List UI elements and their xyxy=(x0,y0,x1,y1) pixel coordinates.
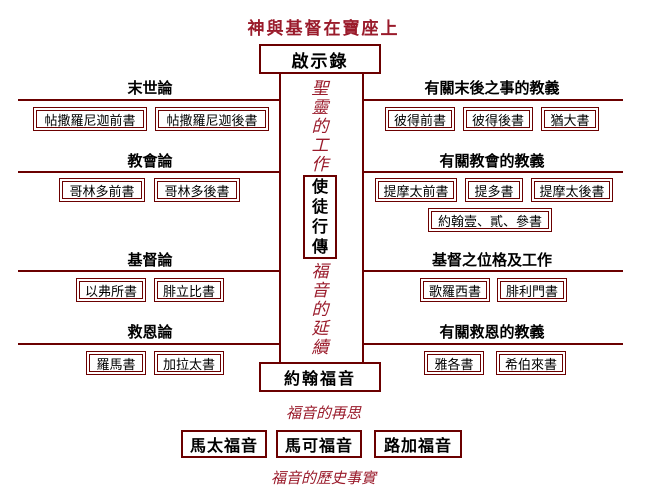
caption-char: 工 xyxy=(311,136,329,156)
gospel-label: 路加福音 xyxy=(383,436,452,455)
acts-char: 傳 xyxy=(311,237,328,256)
center-left-line xyxy=(279,70,281,370)
caption-char: 的 xyxy=(311,117,329,137)
book-1-corinthians: 哥林多前書 xyxy=(59,178,145,202)
eschatology-heading: 末世論 xyxy=(127,79,173,97)
book-romans: 羅馬書 xyxy=(86,351,146,375)
john-box: 約翰福音 xyxy=(259,362,381,392)
book-2-timothy: 提摩太後書 xyxy=(531,178,613,202)
ecclesiology-heading: 教會論 xyxy=(127,152,173,170)
spirit-work-caption: 聖 靈 的 工 作 xyxy=(305,80,335,175)
acts-char: 徒 xyxy=(311,197,328,216)
caption-char: 作 xyxy=(311,155,329,175)
book-jude: 猶大書 xyxy=(541,107,599,131)
caption-char: 福 xyxy=(311,262,329,282)
acts-box: 使 徒 行 傳 xyxy=(303,175,337,259)
book-titus: 提多書 xyxy=(465,178,523,202)
last-things-heading: 有關末後之事的教義 xyxy=(424,79,560,97)
book-2-thessalonians: 帖撒羅尼迦後書 xyxy=(155,107,269,131)
gospel-luke: 路加福音 xyxy=(374,430,462,458)
revelation-box: 啟示錄 xyxy=(259,44,381,74)
gospel-reflection-caption: 福音的再思 xyxy=(285,404,361,422)
gospel-extend-caption: 福 音 的 延 續 xyxy=(305,263,335,358)
caption-char: 音 xyxy=(311,281,329,301)
caption-char: 靈 xyxy=(311,98,329,118)
gospel-mark: 馬可福音 xyxy=(276,430,362,458)
center-right-line xyxy=(362,70,364,370)
book-galatians: 加拉太書 xyxy=(154,351,224,375)
book-john-letters: 約翰壹、貳、參書 xyxy=(428,208,552,232)
diagram-title: 神與基督在寶座上 xyxy=(247,19,400,39)
book-philippians: 腓立比書 xyxy=(154,278,224,302)
book-1-thessalonians: 帖撒羅尼迦前書 xyxy=(33,107,147,131)
christ-person-heading: 基督之位格及工作 xyxy=(431,251,552,269)
right-line-3 xyxy=(362,270,623,272)
salvation-doctrine-heading: 有關救恩的教義 xyxy=(439,323,545,341)
gospel-label: 馬太福音 xyxy=(189,436,258,455)
soteriology-heading: 救恩論 xyxy=(127,323,173,341)
acts-char: 行 xyxy=(311,217,328,236)
christology-heading: 基督論 xyxy=(127,251,173,269)
gospel-matthew: 馬太福音 xyxy=(181,430,267,458)
book-2-peter: 彼得後書 xyxy=(463,107,533,131)
book-james: 雅各書 xyxy=(424,351,484,375)
right-line-4 xyxy=(362,343,623,345)
caption-char: 延 xyxy=(311,319,329,339)
book-hebrews: 希伯來書 xyxy=(496,351,566,375)
acts-char: 使 xyxy=(311,177,328,196)
left-line-2 xyxy=(18,171,280,173)
book-ephesians: 以弗所書 xyxy=(76,278,146,302)
right-line-1 xyxy=(362,99,623,101)
book-colossians: 歌羅西書 xyxy=(420,278,490,302)
church-doctrine-heading: 有關教會的教義 xyxy=(439,152,545,170)
book-2-corinthians: 哥林多後書 xyxy=(154,178,240,202)
left-line-4 xyxy=(18,343,280,345)
gospel-label: 馬可福音 xyxy=(284,436,353,455)
caption-char: 的 xyxy=(311,300,329,320)
gospel-history-caption: 福音的歷史事實 xyxy=(270,469,376,487)
right-line-2 xyxy=(362,171,623,173)
book-1-timothy: 提摩太前書 xyxy=(375,178,457,202)
book-philemon: 腓利門書 xyxy=(497,278,567,302)
book-1-peter: 彼得前書 xyxy=(385,107,455,131)
caption-char: 聖 xyxy=(311,79,329,99)
left-line-3 xyxy=(18,270,280,272)
caption-char: 續 xyxy=(311,338,329,358)
left-line-1 xyxy=(18,99,280,101)
